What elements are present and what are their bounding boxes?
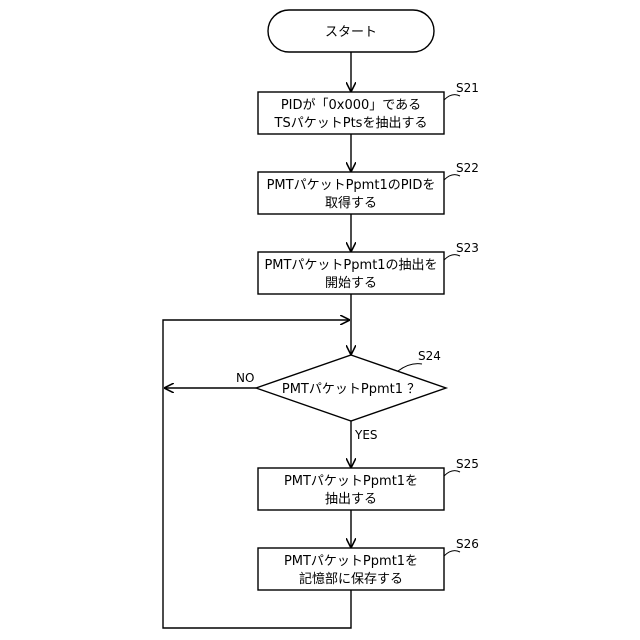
step-s26-line-1: PMTパケットPpmt1を: [284, 554, 418, 569]
step-s23-line-2: 開始する: [325, 276, 377, 291]
step-s25-id: S25: [456, 457, 479, 471]
decision-leader: [398, 364, 422, 371]
step-s21-leader: [444, 95, 460, 100]
decision-id: S24: [418, 349, 441, 363]
step-s25-line-1: PMTパケットPpmt1を: [284, 474, 418, 489]
step-s26-leader: [444, 551, 460, 556]
step-s21-line-2: TSパケットPtsを抽出する: [274, 116, 428, 131]
step-s23-line-1: PMTパケットPpmt1の抽出を: [264, 258, 437, 273]
decision-yes-label: YES: [354, 428, 378, 442]
step-s21-line-1: PIDが「0x000」である: [281, 98, 421, 113]
step-s22-leader: [444, 175, 460, 180]
step-s23-leader: [444, 255, 460, 260]
start-label: スタート: [325, 25, 377, 40]
step-s21-id: S21: [456, 81, 479, 95]
step-s22-line-2: 取得する: [325, 195, 377, 211]
step-s26-line-2: 記憶部に保存する: [299, 571, 403, 587]
decision-label: PMTパケットPpmt1 ？: [282, 382, 420, 397]
step-s25-line-2: 抽出する: [325, 492, 377, 507]
step-s22-line-1: PMTパケットPpmt1のPIDを: [267, 178, 436, 193]
step-s25-leader: [444, 471, 460, 476]
decision-no-label: NO: [236, 371, 254, 385]
step-s26-id: S26: [456, 537, 479, 551]
step-s23-id: S23: [456, 241, 479, 255]
step-s22-id: S22: [456, 161, 479, 175]
